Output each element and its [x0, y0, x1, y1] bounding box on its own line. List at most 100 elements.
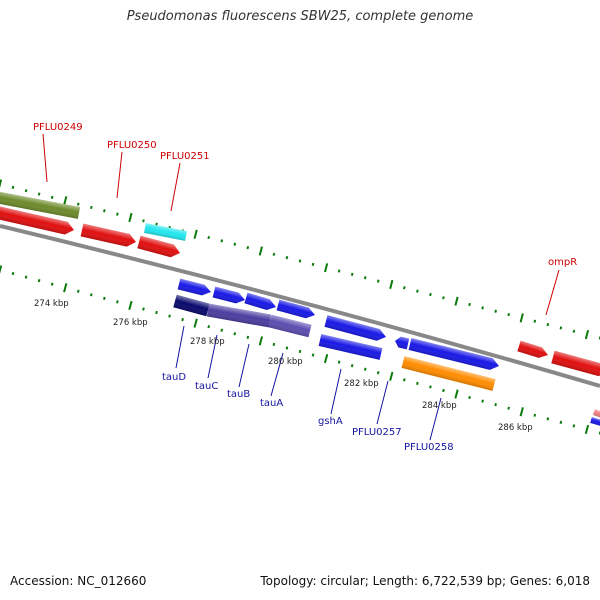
- tick-track-bottom: [429, 385, 432, 389]
- tick-track-top: [50, 195, 54, 199]
- gene-cyan-block: [144, 223, 187, 241]
- gene-cyan-block-shade: [144, 223, 187, 241]
- tick-track-bottom: [207, 325, 211, 329]
- tick-track-top: [416, 289, 419, 293]
- tick-track-bottom: [350, 364, 354, 368]
- tick-track-top: [76, 202, 80, 206]
- tick-track-bottom: [376, 371, 380, 375]
- gene-label-pflu0251: PFLU0251: [160, 151, 210, 162]
- gene-label-pflu0249: PFLU0249: [33, 122, 83, 133]
- tick-track-bottom: [116, 300, 119, 304]
- tick-track-bottom: [89, 293, 93, 297]
- tick-track-top: [468, 302, 471, 307]
- callout-taud: [175, 325, 185, 369]
- callout-taub: [238, 343, 250, 388]
- tick-track-top: [272, 252, 276, 256]
- tick-track-top: [533, 319, 537, 323]
- gene-blue-arrow-shade: [177, 278, 211, 296]
- tick-track-top: [337, 269, 341, 273]
- gene-label-pflu0257: PFLU0257: [352, 427, 402, 438]
- accession-text: Accession: NC_012660: [10, 574, 147, 588]
- tick-track-top: [507, 312, 511, 317]
- gene-label-taud: tauD: [162, 372, 186, 383]
- gene-blue-arrow-shade: [395, 336, 410, 350]
- gene-taub-block: [268, 314, 312, 338]
- gene-label-pflu0258: PFLU0258: [404, 442, 454, 453]
- tick-track-top: [481, 306, 484, 310]
- tick-track-bottom: [363, 367, 367, 371]
- tick-track-bottom: [103, 296, 106, 300]
- tick-track-bottom: [454, 389, 459, 399]
- tick-track-bottom: [24, 275, 28, 279]
- kbp-label: 284 kbp: [422, 401, 457, 411]
- gene-red-arrow: [137, 235, 181, 258]
- tick-track-bottom: [50, 282, 54, 286]
- tick-track-bottom: [559, 420, 563, 424]
- tick-track-top: [63, 196, 68, 206]
- gene-labels-top: PFLU0249 PFLU0250 PFLU0251 ompR: [33, 122, 577, 268]
- tick-track-bottom: [298, 349, 302, 354]
- tick-track-top: [207, 235, 211, 240]
- tick-track-top: [546, 323, 550, 327]
- gene-blue-arrow: [276, 299, 315, 319]
- callout-pflu0257: [376, 380, 389, 425]
- gene-label-taua: tauA: [260, 398, 283, 409]
- tick-track-bottom: [37, 279, 41, 283]
- gene-orange-block: [401, 356, 496, 391]
- tick-track-top: [142, 219, 145, 223]
- gene-orange-block-shade: [401, 356, 496, 391]
- gene-label-ompr: ompR: [548, 257, 577, 268]
- gene-taud-block-shade: [173, 294, 210, 317]
- gene-pink-block: [592, 409, 600, 420]
- tick-track-bottom: [389, 371, 394, 381]
- tick-track-bottom: [572, 424, 576, 428]
- tick-track-top: [0, 179, 3, 189]
- gene-blue-arrow: [408, 338, 500, 370]
- callout-taua: [270, 352, 284, 397]
- gene-red-arrow-shade: [0, 205, 75, 235]
- tick-track-top: [155, 222, 158, 226]
- tick-track-bottom: [142, 307, 145, 311]
- gene-pink-block-shade: [592, 409, 600, 420]
- genome-summary-text: Topology: circular; Length: 6,722,539 bp…: [260, 574, 590, 588]
- gene-blue-arrow: [395, 336, 410, 350]
- kbp-label: 278 kbp: [190, 337, 225, 347]
- gene-blue-arrow: [324, 315, 387, 341]
- gene-red-arrow-shade: [137, 235, 181, 258]
- tick-track-bottom: [494, 403, 497, 407]
- tick-track-top: [429, 292, 432, 297]
- gene-tauc-block: [206, 303, 272, 328]
- callout-pflu0249: [42, 133, 48, 183]
- tick-track-top: [494, 309, 497, 313]
- tick-track-bottom: [507, 406, 511, 410]
- gene-blue-arrow: [212, 286, 245, 304]
- gene-label-pflu0250: PFLU0250: [107, 140, 157, 151]
- tick-track-top: [128, 212, 133, 223]
- gene-red-arrow-shade: [80, 223, 137, 247]
- gene-blue-arrow-shade: [276, 299, 315, 319]
- tick-track-top: [350, 272, 354, 276]
- tick-track-top: [584, 330, 590, 340]
- tick-track-bottom: [481, 399, 484, 403]
- tick-track-bottom: [311, 353, 315, 357]
- tick-track-bottom: [63, 283, 68, 293]
- kbp-scale-labels: 274 kbp 276 kbp 278 kbp 280 kbp 282 kbp …: [34, 299, 533, 433]
- tick-track-top: [285, 256, 289, 260]
- tick-track-bottom: [519, 407, 524, 417]
- gene-red-arrow: [0, 205, 75, 235]
- callout-pflu0250: [116, 151, 123, 199]
- gene-label-tauc: tauC: [195, 381, 218, 392]
- kbp-label: 282 kbp: [344, 379, 379, 389]
- gene-label-taub: tauB: [227, 389, 250, 400]
- tick-track-top: [403, 286, 406, 290]
- tick-track-bottom: [76, 289, 80, 293]
- tick-track-top: [323, 263, 329, 273]
- tick-track-bottom: [323, 353, 329, 364]
- gene-red-arrow: [517, 340, 549, 358]
- gene-blue-arrow-shade: [408, 338, 500, 370]
- gene-blue-block: [318, 334, 383, 360]
- gene-blue-block-shade: [318, 334, 383, 360]
- genome-backbone: [0, 224, 600, 388]
